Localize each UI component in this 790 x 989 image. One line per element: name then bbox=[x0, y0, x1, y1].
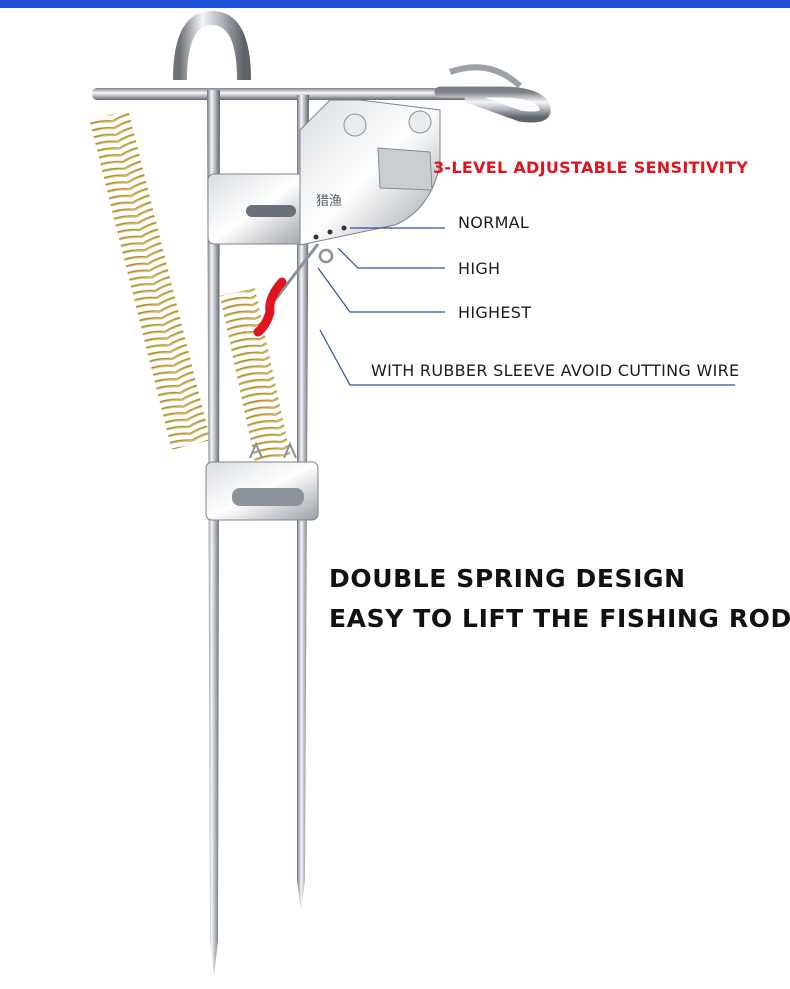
label-normal: NORMAL bbox=[458, 213, 530, 232]
spring-left bbox=[89, 110, 211, 450]
leader-high bbox=[337, 247, 445, 269]
top-bar-rail bbox=[92, 88, 472, 100]
headline-line2: EASY TO LIFT THE FISHING ROD bbox=[329, 604, 790, 633]
rod-rest-hook bbox=[434, 86, 551, 123]
leader-highest bbox=[317, 267, 445, 313]
top-accent-bar bbox=[0, 0, 790, 8]
spring-right bbox=[219, 288, 291, 462]
label-rubber-sleeve: WITH RUBBER SLEEVE AVOID CUTTING WIRE bbox=[371, 361, 740, 380]
trigger-plate bbox=[299, 99, 441, 246]
rubber-sleeve bbox=[253, 277, 287, 337]
sensitivity-title: 3-LEVEL ADJUSTABLE SENSITIVITY bbox=[433, 158, 749, 177]
leg-left bbox=[207, 90, 220, 975]
leader-rubber-sleeve bbox=[319, 329, 735, 386]
headline-line1: DOUBLE SPRING DESIGN bbox=[329, 564, 686, 593]
stamp-mark: 猎渔 bbox=[316, 194, 342, 209]
label-high: HIGH bbox=[458, 259, 501, 278]
top-arc-handle bbox=[173, 10, 251, 81]
label-highest: HIGHEST bbox=[458, 303, 532, 322]
